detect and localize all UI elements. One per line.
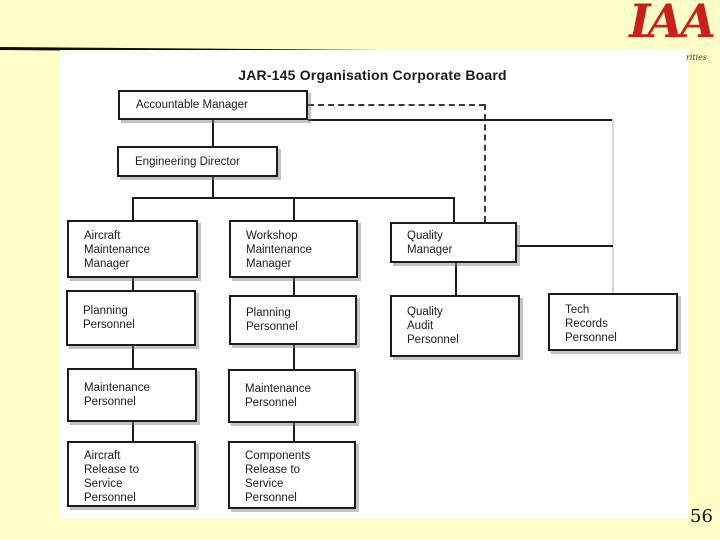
org-box-accountable-manager: Accountable Manager — [118, 90, 308, 120]
org-box-label: Planning Personnel — [246, 307, 298, 333]
org-box-aircraft-release-to-service-personnel: Aircraft Release to Service Personnel — [67, 441, 196, 507]
org-box-engineering-director: Engineering Director — [117, 146, 278, 177]
org-box-label: Aircraft Release to Service Personnel — [84, 450, 139, 504]
org-box-label: Quality Manager — [407, 230, 453, 256]
org-box-label: Engineering Director — [135, 155, 240, 168]
org-box-workshop-maintenance-manager: Workshop Maintenance Manager — [229, 220, 358, 278]
org-box-tech-records-personnel: Tech Records Personnel — [548, 293, 678, 351]
connector-planning2-to-maint2 — [293, 345, 295, 369]
org-box-aircraft-maintenance-manager: Aircraft Maintenance Manager — [67, 220, 198, 278]
org-box-maintenance-personnel-1: Maintenance Personnel — [67, 368, 197, 422]
connector-dashed-am-right — [308, 104, 485, 106]
org-box-label: Tech Records Personnel — [565, 304, 617, 344]
chart-title: JAR-145 Organisation Corporate Board — [238, 67, 507, 83]
connector-am-to-ed — [212, 120, 214, 146]
connector-amm-to-planning1 — [132, 278, 134, 290]
logo-tagline-fragment: rities — [686, 53, 707, 62]
page-number: 56 — [690, 506, 713, 527]
connector-bus-to-wmm — [293, 197, 295, 220]
org-box-components-release-to-service-personnel: Components Release to Service Personnel — [228, 441, 356, 509]
org-box-label: Maintenance Personnel — [84, 382, 150, 408]
org-box-label: Accountable Manager — [136, 99, 248, 111]
connector-planning1-to-maint1 — [132, 346, 134, 368]
connector-faint-to-tech — [612, 119, 614, 293]
connector-am-bottom-right — [308, 119, 613, 121]
connector-maint2-to-release2 — [293, 423, 295, 441]
org-box-planning-personnel-2: Planning Personnel — [229, 295, 357, 345]
org-box-label: Components Release to Service Personnel — [245, 450, 311, 504]
org-box-label: Workshop Maintenance Manager — [246, 230, 312, 270]
org-box-quality-manager: Quality Manager — [390, 222, 517, 263]
connector-bus-to-amm — [132, 197, 134, 220]
connector-dashed-to-qm — [484, 104, 486, 222]
org-box-label: Aircraft Maintenance Manager — [84, 230, 150, 270]
org-box-planning-personnel-1: Planning Personnel — [66, 290, 196, 346]
iaa-logo: IAA — [629, 0, 716, 48]
connector-maint1-to-release1 — [132, 422, 134, 441]
connector-wmm-to-planning2 — [293, 278, 295, 295]
connector-qm-to-qap — [455, 263, 457, 295]
connector-qm-to-tech-branch — [517, 245, 613, 247]
connector-bus-to-qm — [453, 197, 455, 222]
org-box-label: Maintenance Personnel — [245, 383, 311, 409]
org-box-label: Planning Personnel — [83, 305, 135, 331]
connector-ed-to-bus — [212, 177, 214, 197]
org-box-label: Quality Audit Personnel — [407, 306, 459, 346]
org-box-quality-audit-personnel: Quality Audit Personnel — [390, 295, 520, 357]
chart-canvas — [60, 50, 688, 518]
org-box-maintenance-personnel-2: Maintenance Personnel — [228, 369, 356, 423]
